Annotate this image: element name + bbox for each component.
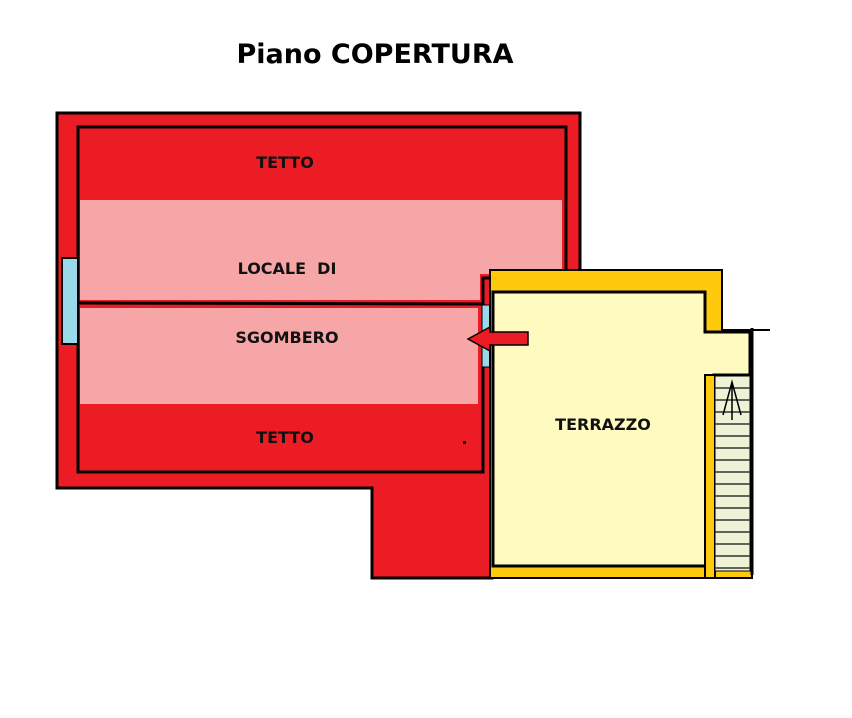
storage-room-lower [80, 308, 478, 404]
room-label-terrazzo: TERRAZZO [555, 415, 651, 434]
mark-dot [463, 441, 466, 444]
room-label-tetto-top: TETTO [256, 153, 314, 172]
room-label-tetto-bottom: TETTO [256, 428, 314, 447]
storage-divider [77, 301, 484, 306]
storage-room-upper [80, 200, 562, 300]
plan-title: Piano COPERTURA [236, 39, 513, 70]
staircase [714, 375, 751, 572]
terrace-side-wall [704, 374, 716, 579]
window-left [61, 257, 79, 345]
room-label-sgombero: SGOMBERO [235, 328, 338, 347]
room-label-locale: LOCALE DI [238, 259, 337, 278]
terrace-floor [491, 290, 752, 568]
entrance-arrow-icon [466, 325, 529, 353]
stair-direction-arrow [722, 379, 742, 420]
